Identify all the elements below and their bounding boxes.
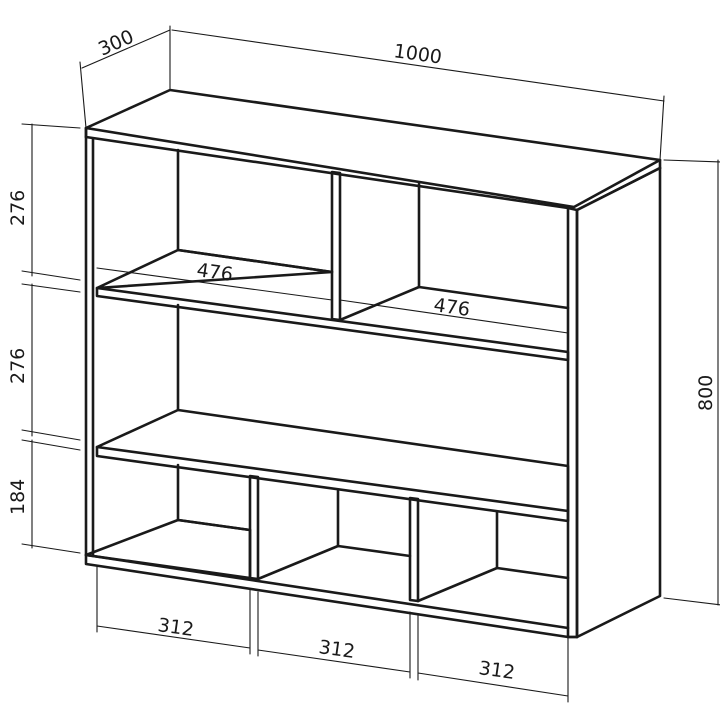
cabinet — [84, 88, 662, 639]
bottom-divider-right — [408, 496, 420, 603]
top-divider — [330, 170, 342, 322]
upper-shelf — [95, 248, 334, 290]
dim-shelf-right: 476 — [432, 294, 471, 321]
dim-depth: 300 — [95, 26, 137, 61]
dim-cell-right: 312 — [477, 657, 516, 684]
right-panel — [566, 206, 579, 639]
dim-cell-left: 312 — [156, 614, 195, 641]
bottom-board — [84, 518, 252, 580]
dim-row-bottom: 184 — [7, 479, 29, 515]
dim-cell-middle: 312 — [317, 636, 356, 663]
dim-width: 1000 — [392, 40, 443, 69]
dim-height: 800 — [695, 375, 717, 411]
lower-shelf — [95, 408, 570, 513]
dim-row-middle: 276 — [7, 348, 29, 384]
dimension-labels: 300 1000 800 276 276 184 476 476 312 312… — [7, 26, 717, 684]
dimension-lines — [21, 25, 720, 703]
dim-shelf-left: 476 — [195, 259, 234, 286]
dim-row-top: 276 — [7, 190, 29, 226]
